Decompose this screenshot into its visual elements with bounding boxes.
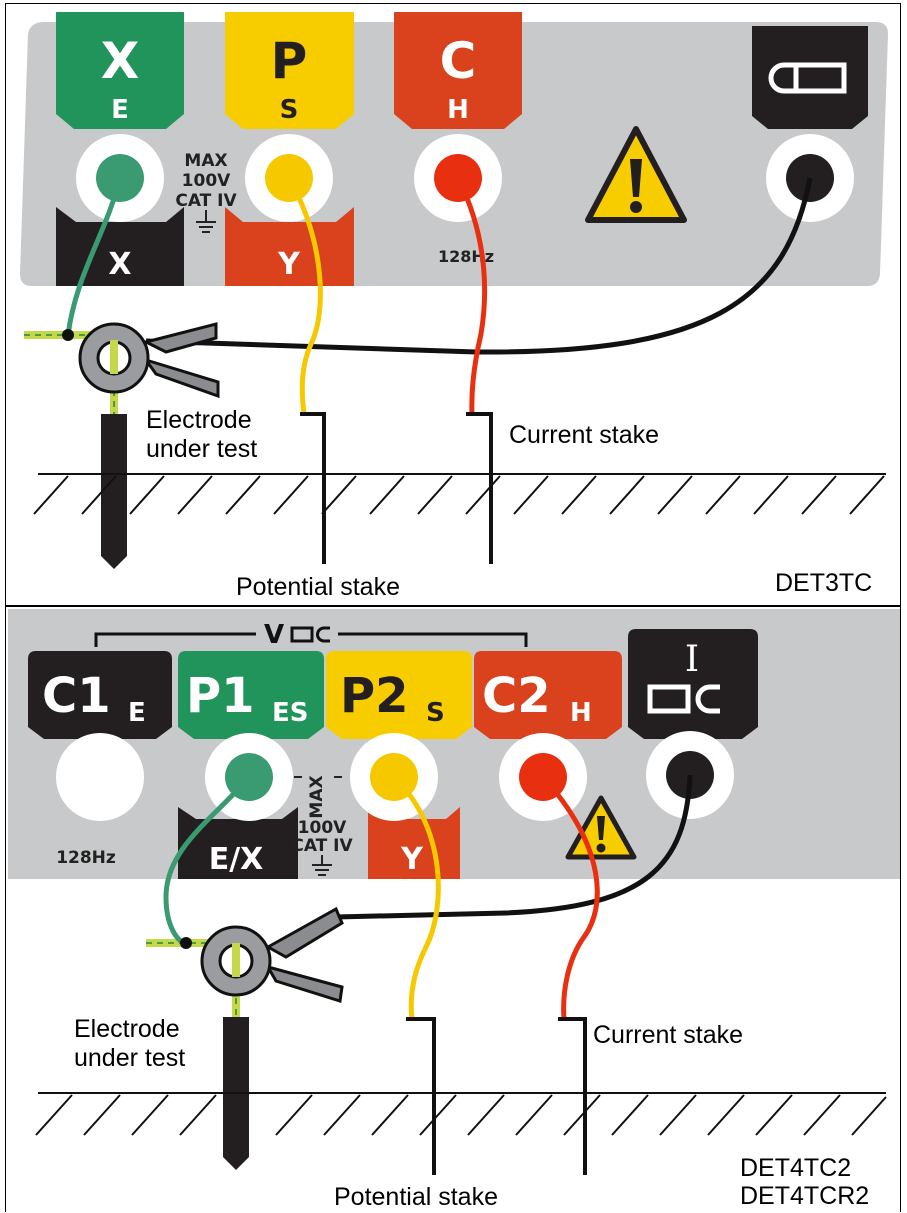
junction-dot: [180, 937, 192, 949]
terminal-c2-sub: H: [570, 698, 592, 728]
terminal-c2-main: C2: [482, 668, 551, 724]
terminal-p2-sub: S: [426, 698, 445, 728]
ground-hatching: [35, 1094, 887, 1136]
clamp-icon: [768, 62, 847, 94]
det3tc-diagram: X E X P S Y MAX 100V CAT IV C H 128Hz: [5, 3, 901, 606]
det4tc2-diagram: V C1 E 128Hz P1 ES E/X MAX 100V CAT IV P…: [5, 606, 901, 1212]
clamp-meter: [78, 322, 220, 399]
terminal-p1-sub: ES: [272, 698, 309, 728]
det3tc-svg: X E X P S Y MAX 100V CAT IV C H 128Hz: [20, 12, 888, 601]
det4tc2-svg: V C1 E 128Hz P1 ES E/X MAX 100V CAT IV P…: [8, 609, 900, 1211]
label-electrode-line2: under test: [74, 1044, 185, 1072]
clamp-meter: [200, 906, 344, 1003]
clamp-current-label: I: [685, 639, 699, 680]
ground-symbol-icon: [312, 855, 332, 876]
terminal-c-tab: [394, 12, 522, 129]
voltage-bracket: [94, 632, 528, 647]
rating-max: MAX: [307, 775, 327, 818]
terminal-c1-main: C1: [42, 668, 111, 724]
label-electrode-line1: Electrode: [74, 1015, 180, 1043]
lead-green: [65, 177, 123, 336]
lead-red: [455, 176, 488, 415]
rating-max: MAX: [184, 151, 227, 171]
warning-triangle-icon: [585, 126, 687, 223]
voltage-label: V: [264, 620, 284, 650]
terminal-p-lower: [225, 207, 354, 286]
clamp-icon: [290, 626, 330, 643]
potential-stake: [300, 412, 326, 564]
label-current-stake: Current stake: [509, 421, 659, 449]
terminal-p-sub: S: [280, 95, 299, 125]
terminal-x-letter: X: [101, 32, 140, 90]
label-current-stake: Current stake: [593, 1021, 743, 1049]
terminal-p1-lower-label: E/X: [209, 842, 264, 877]
terminal-p-letter: P: [271, 32, 308, 90]
label-potential-stake: Potential stake: [236, 573, 400, 601]
label-potential-stake: Potential stake: [334, 1183, 498, 1211]
lead-black: [335, 774, 693, 920]
rating-category: CAT IV: [291, 836, 353, 856]
current-stake: [466, 412, 493, 564]
current-stake: [558, 1017, 587, 1175]
label-electrode-line2: under test: [146, 435, 257, 463]
lead-red: [541, 775, 600, 1020]
socket-c1[interactable]: [56, 733, 144, 821]
label-model-1: DET4TC2: [740, 1154, 851, 1182]
terminal-x-sub: E: [111, 95, 129, 125]
rating-voltage: 100V: [298, 818, 347, 838]
terminal-c-letter: C: [440, 32, 477, 90]
junction-dot: [62, 329, 74, 341]
frequency-label: 128Hz: [56, 848, 116, 868]
terminal-clamp-tab: [752, 26, 868, 129]
terminal-p2-tab: [326, 651, 472, 739]
label-model: DET3TC: [775, 569, 872, 597]
lead-green: [163, 775, 251, 946]
ground-symbol-icon: [196, 210, 216, 233]
electrode-rod: [101, 414, 127, 569]
label-model-2: DET4TCR2: [740, 1182, 869, 1210]
terminal-p2-lower-label: Y: [400, 842, 424, 877]
lead-black: [145, 177, 813, 355]
terminal-p1-lower: [178, 807, 298, 879]
ground-hatching: [33, 475, 885, 515]
terminal-p1-tab: [178, 651, 324, 739]
label-electrode-line1: Electrode: [146, 406, 252, 434]
terminal-c-sub: H: [447, 95, 469, 125]
clamp-icon: [647, 684, 720, 714]
terminal-x-lower-label: X: [108, 247, 131, 282]
terminal-p-tab: [225, 12, 354, 129]
terminal-p-lower-label: Y: [277, 247, 301, 282]
terminal-c1-sub: E: [128, 698, 146, 728]
terminal-x-tab: [56, 12, 184, 129]
potential-stake: [406, 1017, 436, 1175]
rating-voltage: 100V: [182, 171, 231, 191]
lead-yellow: [286, 176, 323, 415]
rating-category: CAT IV: [175, 191, 237, 211]
terminal-c1-tab: [28, 651, 172, 739]
lead-yellow: [392, 775, 441, 1020]
terminal-c2-tab: [474, 651, 622, 739]
terminal-p2-main: P2: [340, 668, 409, 724]
terminal-p1-main: P1: [186, 668, 255, 724]
